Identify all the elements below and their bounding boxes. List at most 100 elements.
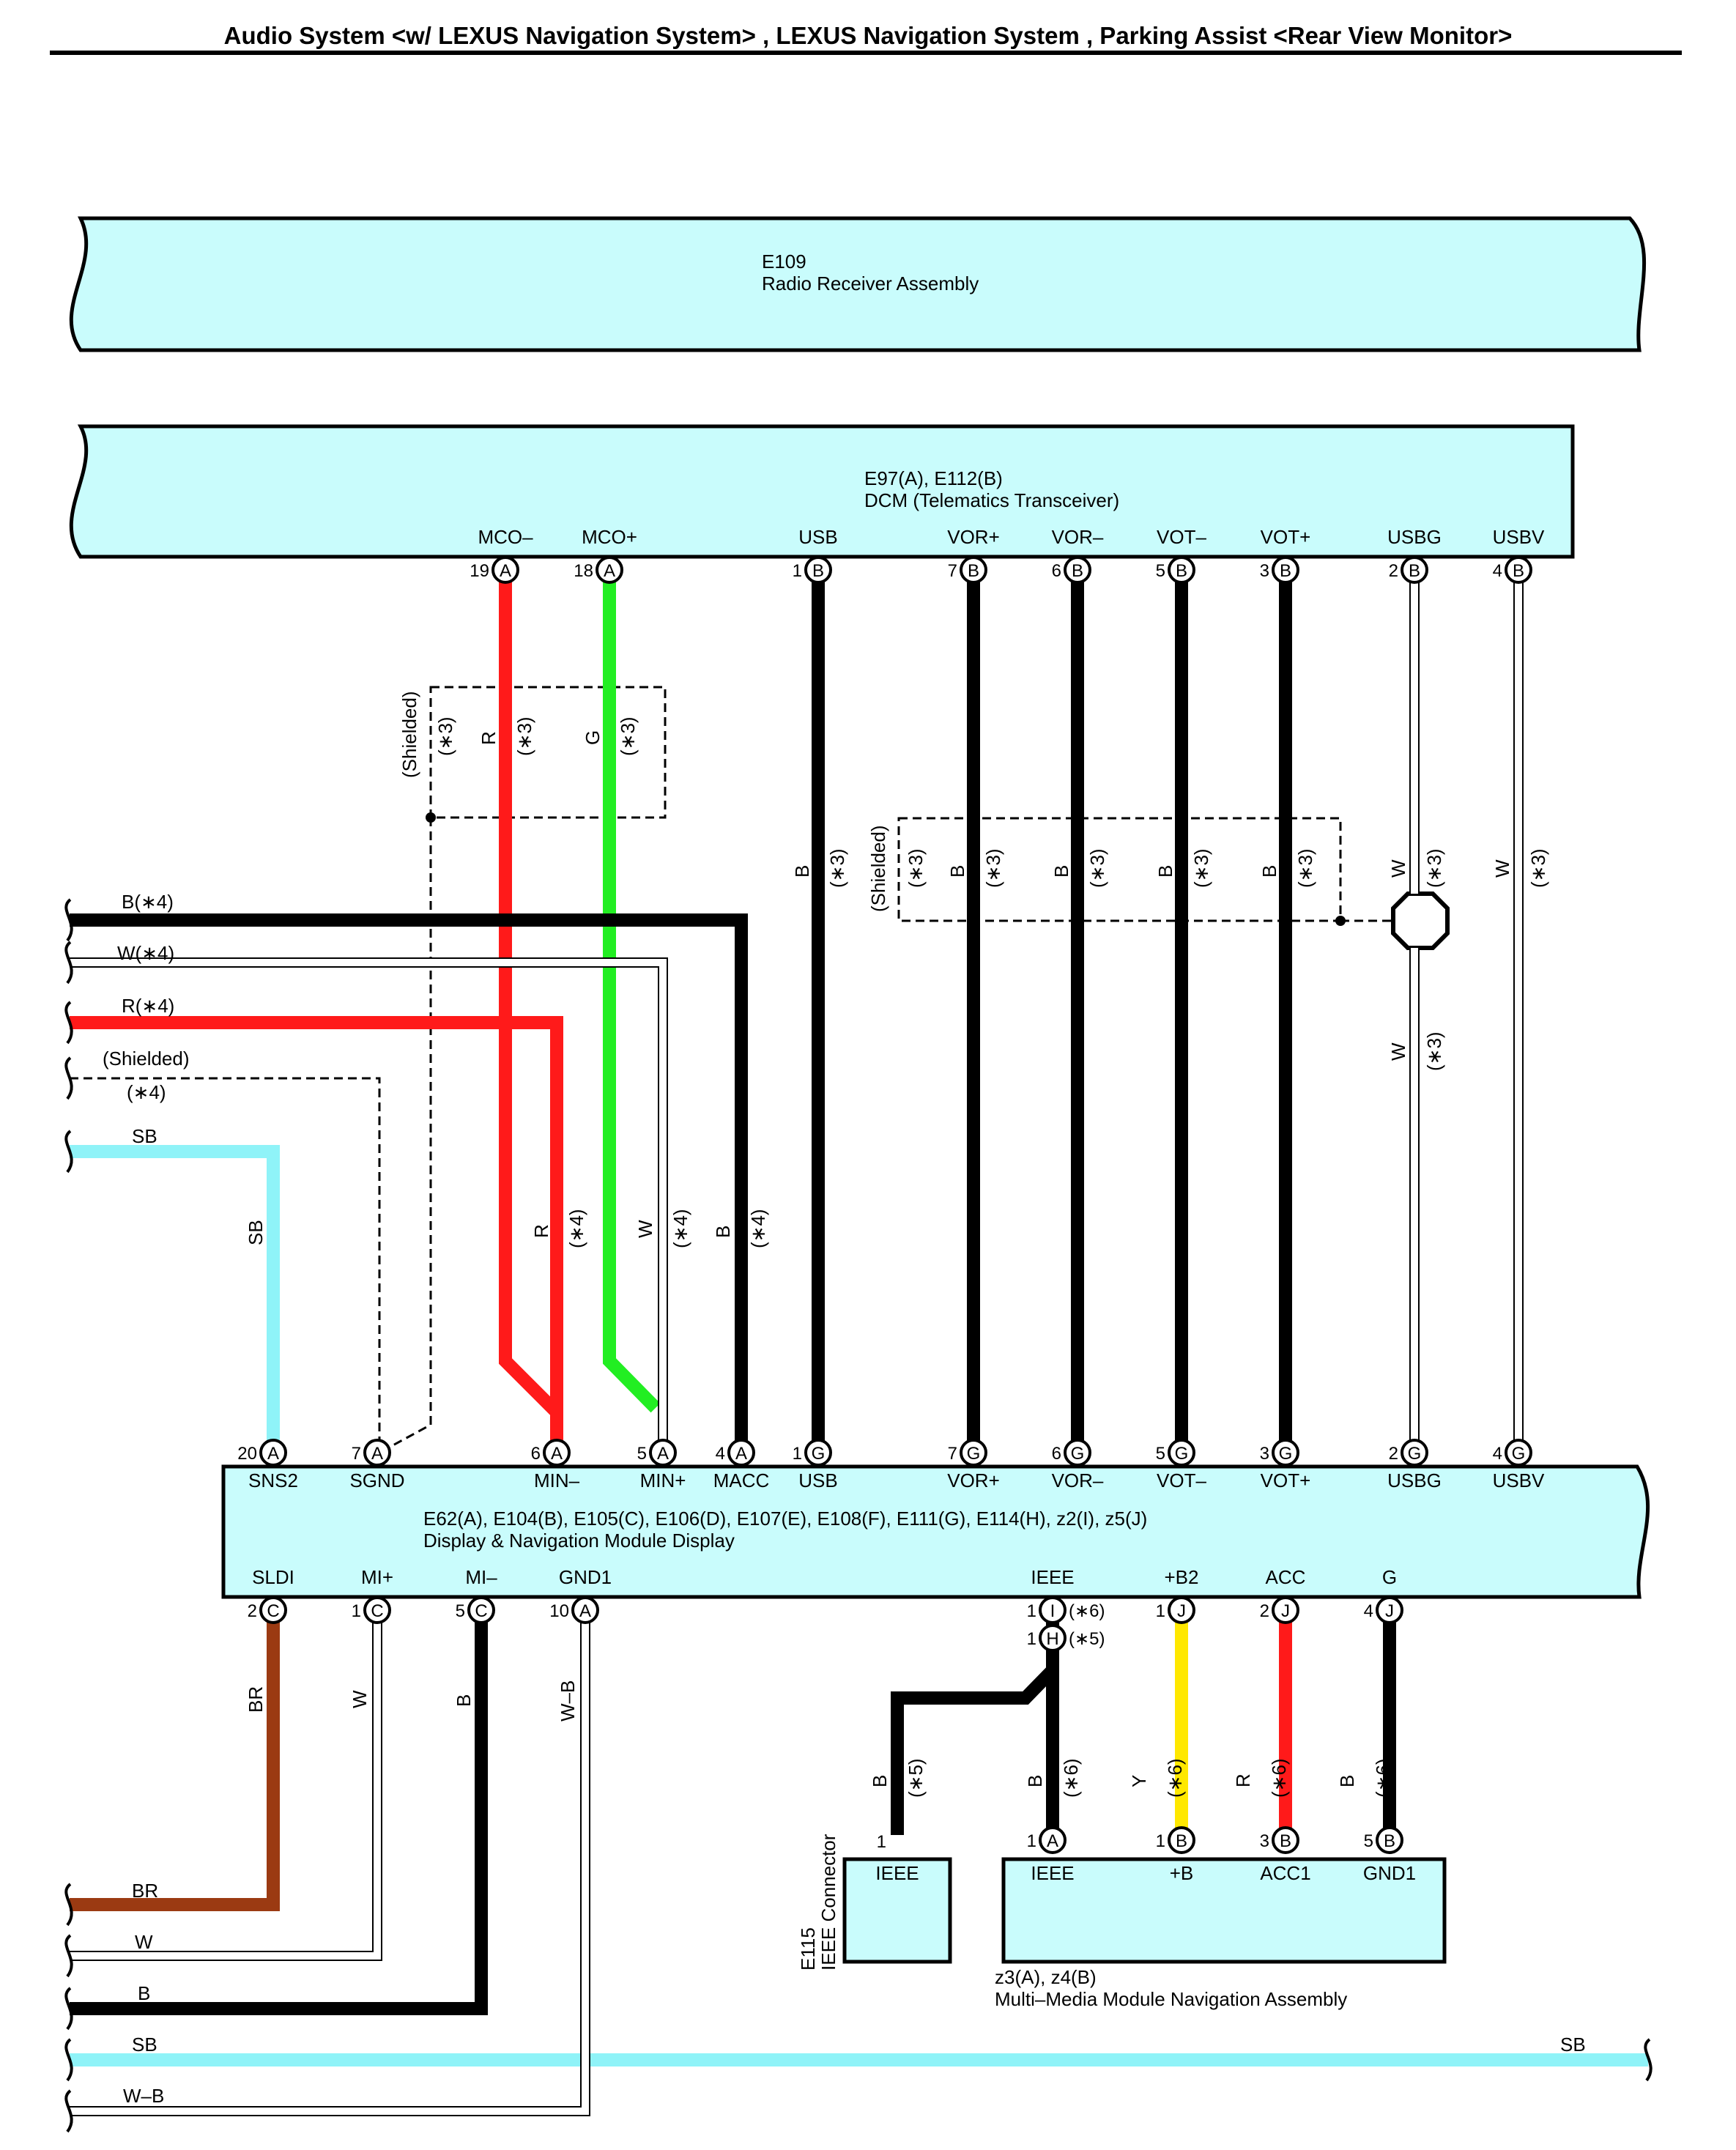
dcm-pin-connector: B bbox=[1409, 561, 1420, 581]
display-top-pin-circle bbox=[649, 1439, 677, 1467]
label-n3-s2: (∗3) bbox=[905, 848, 927, 888]
display-top-pin-number: 6 bbox=[531, 1444, 541, 1464]
label-bottom-wb: W–B bbox=[123, 2085, 164, 2107]
label-left-b4: B(∗4) bbox=[122, 891, 174, 913]
label-left-shielded: (Shielded) bbox=[103, 1048, 190, 1070]
display-bottom-pin-name: MI+ bbox=[361, 1566, 393, 1588]
dcm-pin-number: 4 bbox=[1493, 561, 1502, 581]
dcm-pin-connector: A bbox=[500, 561, 511, 581]
display-box: E62(A), E104(B), E105(C), E106(D), E107(… bbox=[221, 1464, 1650, 1599]
wire-mip-white-core bbox=[70, 1610, 381, 1960]
display-top-pin-number: 20 bbox=[237, 1444, 257, 1464]
dcm-pin-circle bbox=[1272, 556, 1299, 584]
display-bottom-pin-number: 10 bbox=[549, 1601, 569, 1621]
display-bottom-pin-circle bbox=[467, 1596, 495, 1624]
multimedia-pin-connector: A bbox=[1047, 1831, 1058, 1851]
display-bottom-pin-circle bbox=[1376, 1596, 1403, 1624]
display-top-pin-connector: G bbox=[1279, 1444, 1293, 1464]
wire-gnd1-white-core bbox=[70, 1610, 589, 2115]
display-name: Display & Navigation Module Display bbox=[423, 1530, 735, 1552]
wire-sldi-brown bbox=[70, 1610, 280, 1911]
dcm-pin-name: VOT+ bbox=[1261, 526, 1311, 548]
multimedia-pin-number: 5 bbox=[1364, 1831, 1373, 1851]
shield-drain-wire bbox=[379, 818, 432, 1454]
display-top-pin-name: USBG bbox=[1387, 1469, 1442, 1491]
display-bottom-pin-connector: J bbox=[1177, 1601, 1186, 1621]
wire-labels: (Shielded) (∗3) R (∗3) G (∗3) B (∗3) (Sh… bbox=[103, 691, 1586, 2107]
label-n6-b2: (∗6) bbox=[1164, 1758, 1186, 1798]
display-top-pin-connector: G bbox=[967, 1444, 981, 1464]
pins-layer: A19MCO–A18MCO+B1USBB7VOR+B6VOR–B5VOT–B3V… bbox=[237, 526, 1545, 1884]
wire-r4-to-min bbox=[70, 1016, 563, 1453]
display-top-pin-circle bbox=[1401, 1439, 1428, 1467]
label-r-min: R bbox=[530, 1224, 552, 1238]
display-bottom-h-pin-connector: H bbox=[1046, 1629, 1058, 1649]
display-bottom-pin-connector: C bbox=[475, 1601, 487, 1621]
label-w-mip: W bbox=[349, 1690, 371, 1708]
wire-break-symbol bbox=[1644, 2038, 1652, 2082]
wire-w4-to-min-plus-core bbox=[70, 959, 667, 1453]
display-top-pin-name: VOR– bbox=[1052, 1469, 1104, 1491]
label-b-usb: B bbox=[791, 865, 813, 878]
display-bottom-pin-number: 1 bbox=[352, 1601, 361, 1621]
dcm-pin-connector: B bbox=[1072, 561, 1083, 581]
dcm-name: DCM (Telematics Transceiver) bbox=[864, 489, 1119, 511]
multimedia-pin-circle bbox=[1039, 1826, 1067, 1854]
display-bottom-pin-connector: A bbox=[579, 1601, 591, 1621]
label-bottom-sb-right: SB bbox=[1560, 2034, 1586, 2056]
label-wb-gnd1: W–B bbox=[557, 1680, 579, 1721]
splice-point bbox=[1391, 891, 1450, 950]
multimedia-pin-connector: B bbox=[1280, 1831, 1291, 1851]
display-bottom-h-pin-number: 1 bbox=[1027, 1629, 1036, 1649]
dcm-pin-number: 19 bbox=[470, 561, 489, 581]
display-top-pin-connector: G bbox=[812, 1444, 826, 1464]
display-top-pin-circle bbox=[804, 1439, 832, 1467]
display-top-pin-connector: G bbox=[1071, 1444, 1085, 1464]
label-r-mco: R bbox=[478, 731, 500, 745]
display-top-pin-circle bbox=[1272, 1439, 1299, 1467]
label-g-mco: G bbox=[582, 730, 604, 745]
label-n3-usbg-lower: (∗3) bbox=[1423, 1031, 1445, 1071]
display-bottom-pin-name: IEEE bbox=[1031, 1566, 1074, 1588]
display-top-pin-circle bbox=[1064, 1439, 1091, 1467]
wire-break-layer bbox=[64, 898, 1652, 2133]
label-b-votp: B bbox=[1258, 865, 1280, 878]
display-top-pin-name: MACC bbox=[713, 1469, 770, 1491]
display-code: E62(A), E104(B), E105(C), E106(D), E107(… bbox=[423, 1508, 1147, 1530]
display-top-pin-name: MIN– bbox=[534, 1469, 580, 1491]
ieee-connector-pin-name: IEEE bbox=[875, 1862, 919, 1884]
dcm-pin-circle bbox=[1168, 556, 1195, 584]
display-bottom-pin-note: (∗6) bbox=[1069, 1601, 1105, 1621]
multimedia-name: Multi–Media Module Navigation Assembly bbox=[995, 1988, 1347, 2010]
display-bottom-pin-connector: C bbox=[371, 1601, 383, 1621]
display-bottom-pin-number: 5 bbox=[456, 1601, 465, 1621]
label-bottom-b: B bbox=[138, 1982, 150, 2004]
ieee-connector-name: IEEE Connector bbox=[817, 1834, 839, 1971]
dcm-pin-connector: B bbox=[1176, 561, 1187, 581]
wire-break-symbol bbox=[64, 941, 73, 985]
display-top-pin-number: 5 bbox=[637, 1444, 647, 1464]
dcm-pin-name: USBV bbox=[1493, 526, 1545, 548]
display-top-pin-name: MIN+ bbox=[640, 1469, 686, 1491]
display-bottom-pin-name: ACC bbox=[1266, 1566, 1306, 1588]
dcm-pin-name: VOR– bbox=[1052, 526, 1104, 548]
label-n3-mco-plus: (∗3) bbox=[617, 716, 639, 756]
display-top-pin-circle bbox=[259, 1439, 287, 1467]
display-bottom-pin-connector: J bbox=[1385, 1601, 1394, 1621]
dcm-pin-connector: B bbox=[812, 561, 824, 581]
multimedia-pin-circle bbox=[1272, 1826, 1299, 1854]
dcm-pin-name: USB bbox=[798, 526, 837, 548]
dcm-pin-circle bbox=[1401, 556, 1428, 584]
display-top-pin-circle bbox=[543, 1439, 571, 1467]
display-top-pin-name: SGND bbox=[349, 1469, 404, 1491]
label-b-macc: B bbox=[712, 1226, 734, 1238]
multimedia-pin-name: +B bbox=[1170, 1862, 1194, 1884]
multimedia-pin-number: 1 bbox=[1156, 1831, 1165, 1851]
label-b-g: B bbox=[1336, 1775, 1358, 1787]
display-bottom-pin-connector: I bbox=[1050, 1601, 1056, 1621]
label-n6-ieee: (∗6) bbox=[1060, 1758, 1082, 1798]
label-n3-s1: (∗3) bbox=[434, 716, 456, 756]
shield-box-mco bbox=[429, 686, 667, 819]
label-left-r4: R(∗4) bbox=[122, 995, 174, 1017]
label-w-minp: W bbox=[634, 1220, 656, 1238]
